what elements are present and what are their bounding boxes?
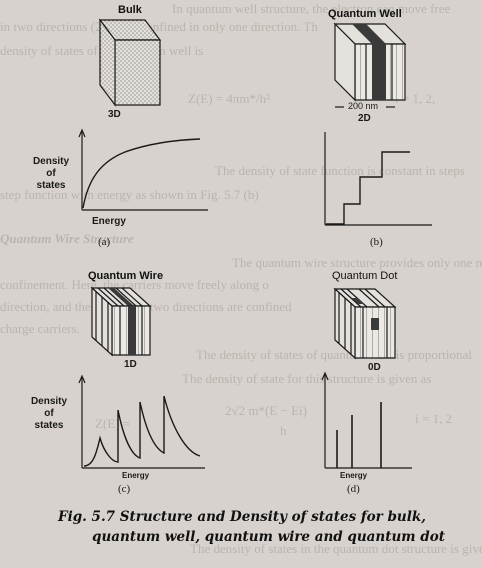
dot-dos-axes [321, 371, 412, 469]
dot-x-axis-label: Energy [340, 471, 368, 480]
bulk-title: Bulk [118, 4, 142, 16]
dot-dimension-label: 0D [368, 362, 381, 373]
bulk-dimension-label: 3D [108, 109, 121, 120]
wire-dimension-label: 1D [124, 359, 137, 370]
caption-line-1: Fig. 5.7 Structure and Density of states… [58, 509, 426, 525]
bg-line: In quantum well structure, the electron … [172, 1, 451, 16]
well-dos-staircase [326, 151, 410, 225]
well-width-label: 200 nm [348, 101, 379, 111]
bg-line: charge carriers. [0, 321, 80, 336]
bg-line: The density of states in the quantum dot… [190, 541, 482, 556]
well-dos-axes [324, 132, 432, 226]
bg-line: in two directions (2D) and confined in o… [0, 19, 318, 34]
dot-title: Quantum Dot [332, 270, 398, 282]
bg-formula: h [280, 423, 287, 438]
bg-formula: 2√2 m*(E − Ei) [225, 403, 307, 418]
panel-tag-b: (b) [370, 236, 383, 248]
bg-formula: Z(E) = 4πm*/h² [188, 91, 271, 106]
bulk-x-axis-label: Energy [92, 216, 126, 227]
bulk-block [98, 18, 162, 107]
bg-line: The density of state function is constan… [215, 163, 465, 178]
wire-dos-curve [83, 395, 201, 467]
bg-line: The density of state for this structure … [182, 371, 432, 386]
wire-dos-axes [78, 374, 205, 469]
caption-line-2: quantum well, quantum wire and quantum d… [92, 529, 445, 545]
quantum-dot-block [333, 287, 397, 360]
wire-title: Quantum Wire [88, 270, 164, 282]
bulk-dos-curve [82, 138, 201, 209]
wire-y-axis-label: Density of states [30, 396, 68, 431]
bg-line: confinement. Here, the carriers move fre… [0, 277, 269, 292]
bulk-y-axis-label: Density of states [32, 156, 70, 191]
bg-line: The quantum wire structure provides only… [232, 255, 482, 270]
well-dimension-label: 2D [358, 113, 371, 124]
panel-tag-a: (a) [98, 236, 111, 248]
bg-line: step function with energy as shown in Fi… [0, 187, 259, 202]
well-title: Quantum Well [328, 8, 402, 20]
quantum-wire-block [90, 286, 152, 357]
figure-caption: Fig. 5.7 Structure and Density of states… [58, 507, 478, 547]
quantum-well-block [333, 22, 407, 102]
panel-tag-d: (d) [347, 483, 360, 495]
wire-x-axis-label: Energy [122, 471, 150, 480]
bg-line: i = 1, 2 [415, 411, 452, 426]
panel-tag-c: (c) [118, 483, 131, 495]
bg-line: The density of states of quantum wire is… [196, 347, 472, 362]
bg-heading: Quantum Wire Structure [0, 231, 134, 246]
bulk-dos-axes [78, 128, 208, 211]
